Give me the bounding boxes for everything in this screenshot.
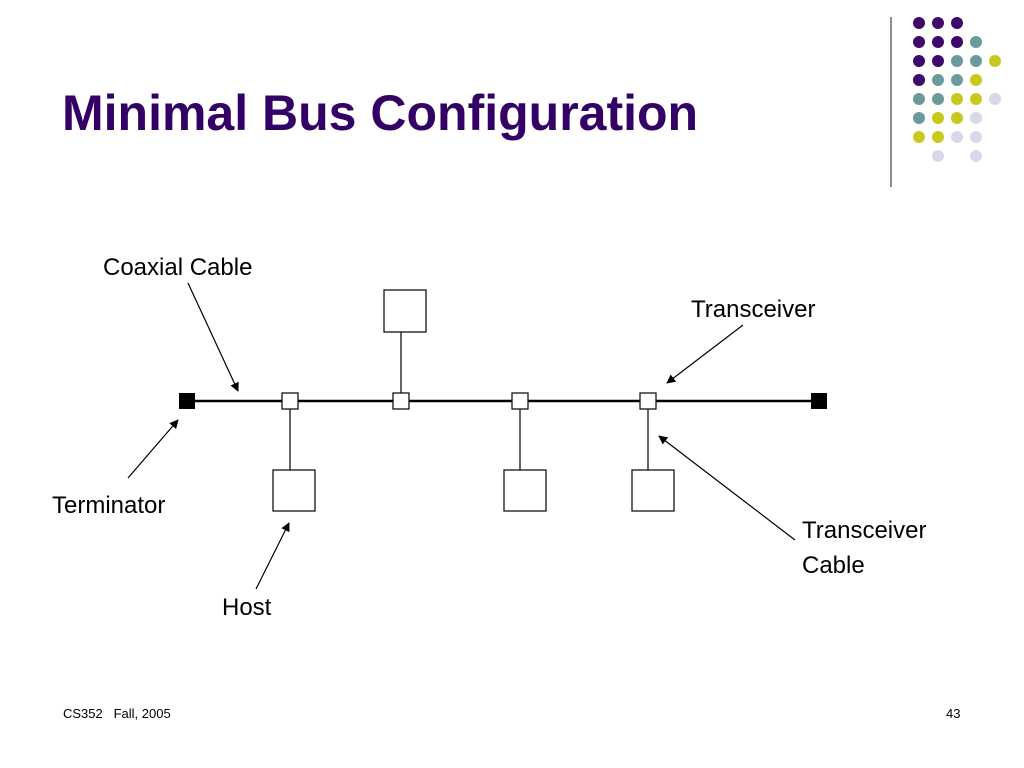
transceiver: [639, 392, 657, 410]
transceiver-arrow: [666, 324, 744, 384]
slide-title: Minimal Bus Configuration: [62, 85, 699, 141]
decorative-dot-grid: [913, 17, 1001, 162]
transceiver-cable-label-line2: Cable: [802, 552, 865, 579]
host-box: [503, 469, 547, 512]
host-label: Host: [222, 594, 272, 621]
host-box: [631, 469, 675, 512]
transceiver: [392, 392, 410, 410]
transceiver-label: Transceiver: [691, 296, 815, 323]
transceiver-cable-label-line1: Transceiver: [802, 517, 926, 544]
terminator-label: Terminator: [52, 492, 165, 519]
transceiver-cable-arrow: [658, 435, 796, 541]
host-box: [272, 469, 316, 512]
transceiver: [511, 392, 529, 410]
host-box: [383, 289, 427, 333]
coaxial-cable-arrow: [187, 282, 239, 392]
coaxial-cable-label: Coaxial Cable: [103, 254, 252, 281]
terminator-arrow: [127, 419, 179, 479]
terminator-right: [811, 393, 827, 409]
terminator-left: [179, 393, 195, 409]
page-number: 43: [946, 706, 961, 721]
footer-course-info: CS352 Fall, 2005: [63, 706, 171, 721]
host-arrow: [255, 522, 290, 590]
transceiver: [281, 392, 299, 410]
